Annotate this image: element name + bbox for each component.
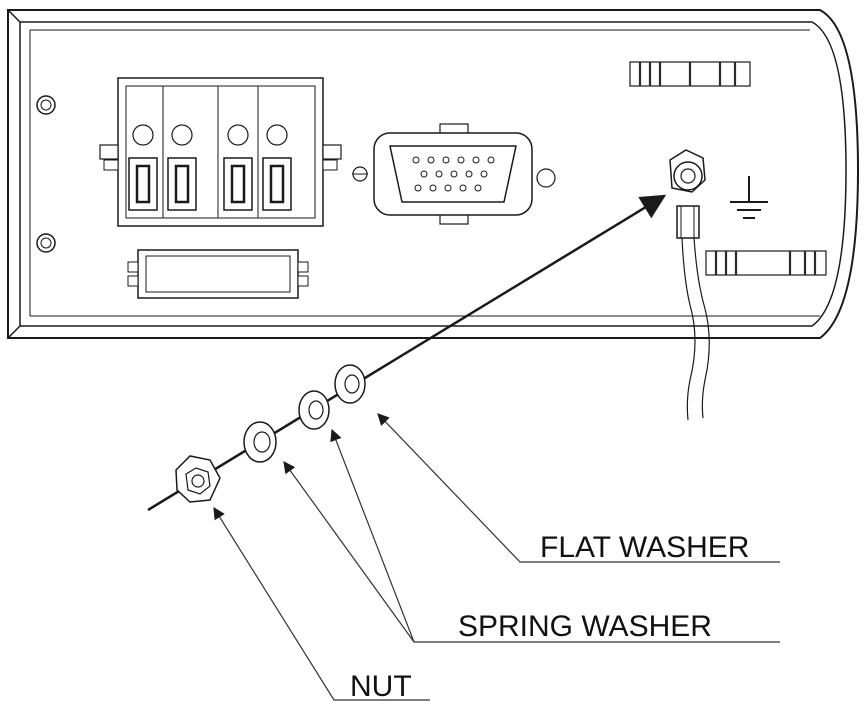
vent-slots-bottom [705, 250, 827, 276]
screw-terminal-icon [223, 124, 253, 211]
screw-terminal-block [99, 77, 342, 227]
nut-part [175, 455, 221, 503]
screw-terminal-icon [167, 124, 197, 211]
db15-connector-icon [352, 123, 556, 225]
spring-washer-2 [298, 390, 330, 430]
screw-terminal-icon [262, 124, 292, 211]
ground-symbol-icon [730, 176, 768, 219]
assembly-axis-arrow [147, 194, 667, 512]
flat-washer-label: FLAT WASHER [540, 531, 749, 564]
flat-washer-leader [377, 413, 780, 563]
panel-screw-top [36, 95, 56, 115]
panel-screw-bottom [36, 233, 56, 253]
flat-washer [334, 364, 366, 404]
nut-label: NUT [350, 670, 412, 703]
spring-washer-1 [243, 421, 277, 463]
screw-terminal-icon [128, 124, 158, 211]
nut-leader [213, 506, 430, 701]
vent-slots-top [629, 61, 751, 87]
spring-washer-label: SPRING WASHER [458, 610, 712, 643]
lower-connector [127, 249, 309, 299]
ring-terminal-icon [669, 149, 710, 421]
spring-washer-leader-2 [330, 428, 415, 643]
